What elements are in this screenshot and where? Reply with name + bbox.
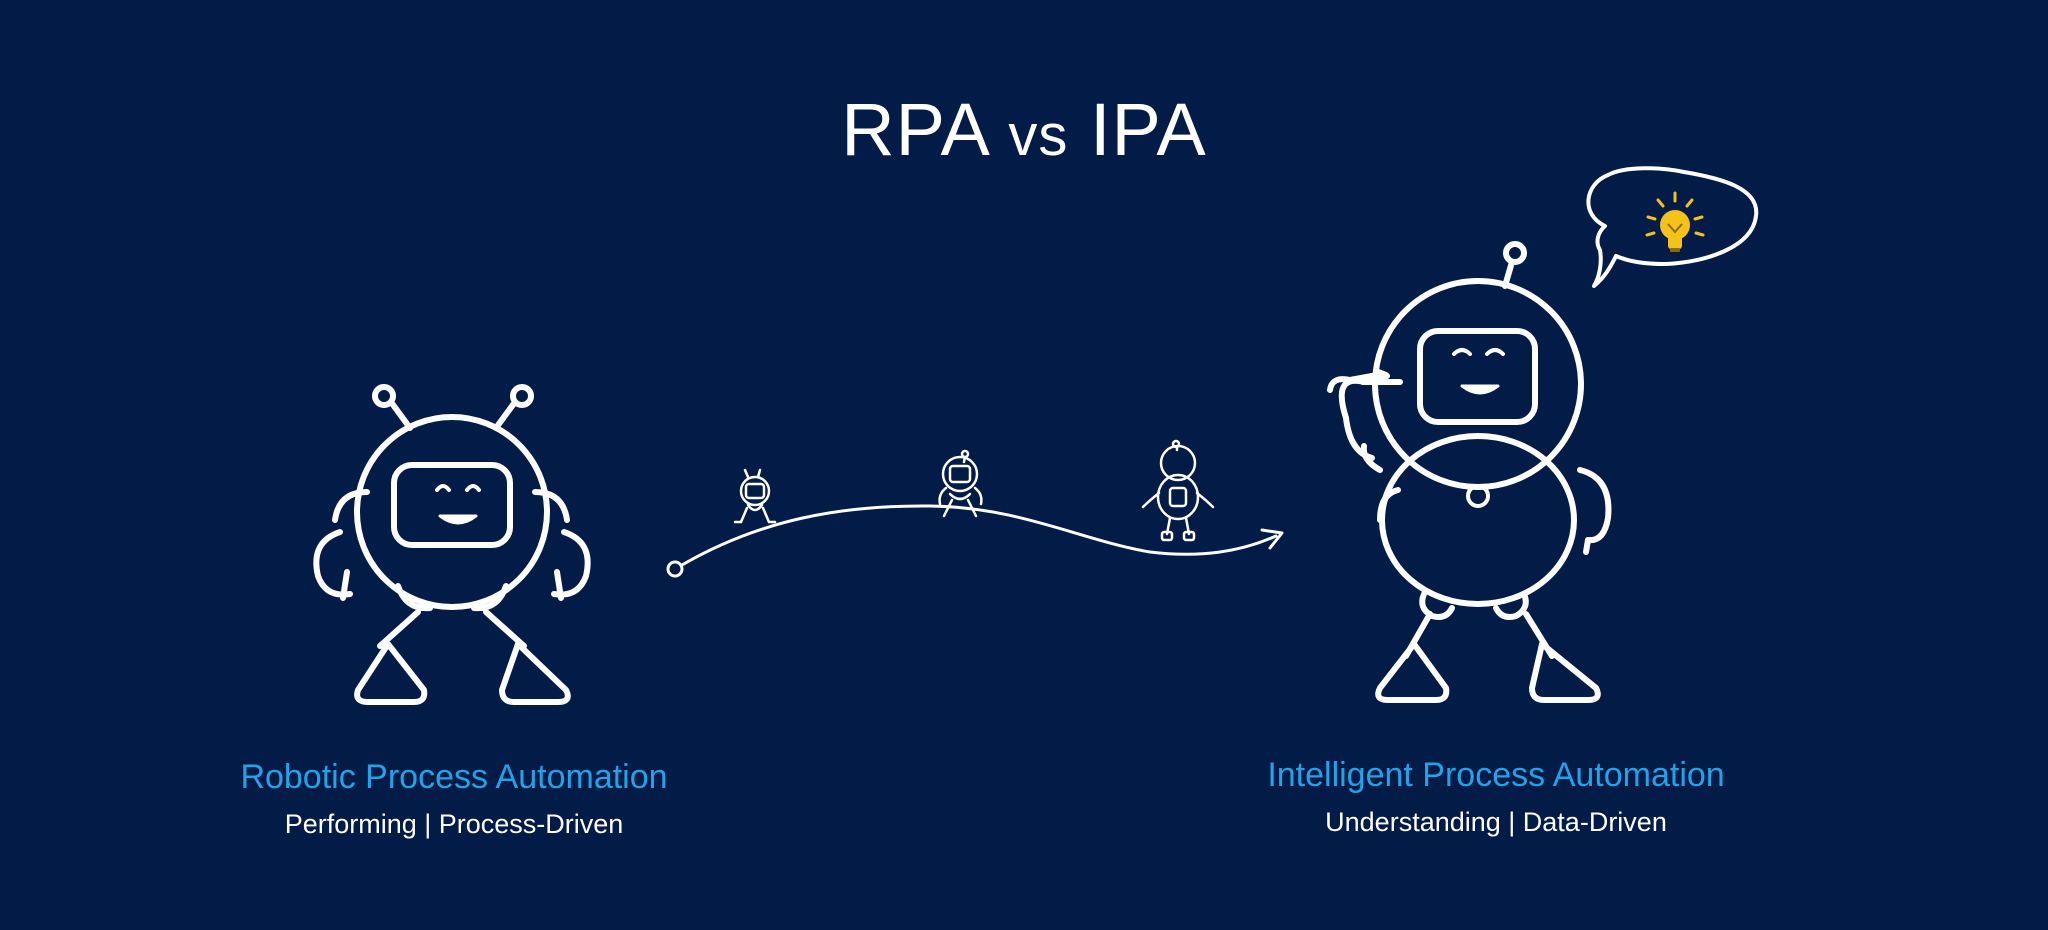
- small-robot-two: [938, 449, 983, 518]
- small-robot-three: [1141, 439, 1215, 542]
- ipa-label: Intelligent Process Automation Understan…: [1196, 753, 1796, 841]
- ipa-subheading: Understanding | Data-Driven: [1325, 807, 1667, 837]
- title-vs: vs: [1008, 103, 1069, 168]
- rpa-robot-icon: [313, 384, 591, 705]
- title-ipa: IPA: [1089, 88, 1207, 171]
- lightbulb-icon: [1645, 191, 1705, 252]
- ipa-robot-icon: [1327, 241, 1612, 703]
- evolution-path-icon: [666, 439, 1284, 578]
- rpa-subheading: Performing | Process-Driven: [284, 809, 624, 839]
- idea-bubble-icon: [1586, 166, 1759, 288]
- small-robot-one: [733, 468, 777, 524]
- page-title: RPA vs IPA: [0, 82, 2048, 184]
- ipa-heading: Intelligent Process Automation: [1267, 756, 1725, 794]
- rpa-label: Robotic Process Automation Performing | …: [154, 755, 754, 843]
- rpa-heading: Robotic Process Automation: [240, 758, 668, 796]
- title-rpa: RPA: [841, 88, 987, 171]
